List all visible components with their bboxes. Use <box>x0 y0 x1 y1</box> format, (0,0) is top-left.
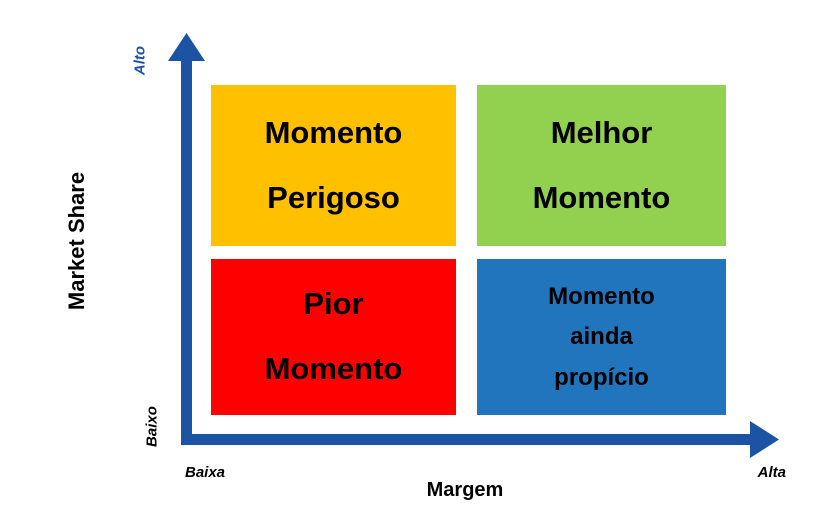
quadrant-text-line: Momento <box>548 283 655 311</box>
y-axis-title: Market Share <box>64 171 89 311</box>
x-axis-title: Margem <box>426 479 504 501</box>
quadrant-bottom-right: Momento ainda propício <box>477 259 726 415</box>
y-axis-arrowhead-icon <box>168 33 205 61</box>
quadrant-top-left: Momento Perigoso <box>211 85 456 246</box>
x-axis-left-label: Baixa <box>185 464 226 481</box>
quadrant-text-line: Momento <box>264 114 403 150</box>
quadrant-top-right: Melhor Momento <box>477 85 726 246</box>
x-axis-arrowhead-icon <box>750 421 779 458</box>
quadrant-text-line: Pior <box>303 286 364 322</box>
quadrant-text-line: Momento <box>532 179 671 215</box>
y-axis-line <box>181 58 192 445</box>
quadrant-text-line: Momento <box>264 351 403 386</box>
quadrant-text-line: ainda <box>570 323 633 351</box>
y-axis-bottom-label: Baixo <box>143 406 161 447</box>
quadrant-text-line: Perigoso <box>267 179 400 215</box>
y-axis-top-label: Alto <box>131 45 149 76</box>
quadrant-text-line: propício <box>554 363 649 391</box>
x-axis-right-label: Alta <box>757 464 786 481</box>
x-axis-line <box>181 434 753 445</box>
quadrant-text-line: Melhor <box>550 114 653 150</box>
quadrant-bottom-left: Pior Momento <box>211 259 456 415</box>
